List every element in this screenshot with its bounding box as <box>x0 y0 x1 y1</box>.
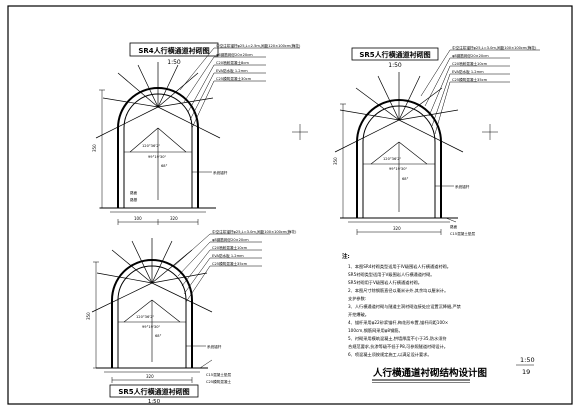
angle-b: 99°19'30" <box>389 167 408 171</box>
angle-c: 68° <box>161 164 168 168</box>
dim-height: 350 <box>333 157 338 165</box>
angle-a: 120°36'2" <box>142 144 161 148</box>
dim-height: 350 <box>86 312 91 320</box>
dim-width: 320 <box>393 226 401 231</box>
note-line: 开挖爆破。 <box>348 311 369 318</box>
callout-3: C20喷射混凝土10cm <box>452 61 488 66</box>
note-line: 合规范要求,抗渗等级不低于P8,可参照隧道衬砌设计。 <box>348 343 448 350</box>
angle-b: 99°19'30" <box>142 325 161 329</box>
dim-offset: 100 <box>134 216 142 221</box>
note-line: 4、锚杆采用φ22砂浆锚杆,梅花形布置,锚杆间距100× <box>348 319 448 326</box>
note-line: 2、本图尺寸除钢筋直径以毫米计外,其余均以厘米计。 <box>348 287 448 294</box>
callout-2: φ6钢筋网@20×20cm <box>216 52 253 57</box>
dim-width: 320 <box>170 216 178 221</box>
note-line: 支护参数: <box>348 295 366 302</box>
sheet-border <box>7 5 573 405</box>
drawing-sr4: SR4人行横通道衬砌图 1:50 120°36'2" 99°19'30" 68° <box>92 42 301 225</box>
sheet-number: 19 <box>522 368 530 376</box>
dim-height: 350 <box>92 144 97 152</box>
sheet-scale: 1:50 <box>520 356 535 364</box>
note-line: SR5衬砌用于V级围岩人行横通道衬砌。 <box>348 279 422 286</box>
drawing-title: SR5人行横通道衬砌图 <box>118 387 189 396</box>
angle-b: 99°19'30" <box>148 155 167 159</box>
callout-3: C20喷射混凝土10cm <box>212 245 248 250</box>
note-line: 5、衬砌采用模筑混凝土,拱墙厚度不小于35,防水须符 <box>348 335 447 342</box>
callout-4: EVA防水板 1.2mm <box>216 68 248 73</box>
sheet-title-block: 人行横通道衬砌结构设计图 1:50 19 <box>372 356 535 383</box>
drawing-title: SR4人行横通道衬砌图 <box>138 46 209 55</box>
label-bottom-b: 路基 <box>130 197 138 202</box>
note-line: 3、人行横通道衬砌与隧道主洞衬砌连接处应设置沉降缝,严禁 <box>348 303 461 310</box>
angle-c: 68° <box>155 334 162 338</box>
label-bottom-a: C15混凝土垫层 <box>206 372 231 377</box>
dim-width: 320 <box>146 374 154 379</box>
angle-a: 120°36'2" <box>136 315 155 319</box>
note-line: 6、喷混凝土须按规定施工,以满足设计要求。 <box>348 351 432 358</box>
callout-4: EVA防水板 1.2mm <box>212 253 244 258</box>
label-bottom-b: C15混凝土垫层 <box>450 231 475 236</box>
note-line: SR5衬砌类型适用于V级围岩人行横通道衬砌。 <box>348 271 434 278</box>
callout-1: 中空注浆锚杆φ25,L=2.5m,间距120×100cm(梅花) <box>216 43 301 48</box>
callout-2: φ8钢筋网@20×20cm <box>212 237 249 242</box>
angle-a: 120°36'2" <box>383 157 402 161</box>
callout-5: C25模筑混凝土35cm <box>212 261 248 266</box>
notes-block: 注: 1、本图SR4衬砌类型适用于IV级围岩人行横通道衬砌。 SR5衬砌类型适用… <box>342 252 461 358</box>
drawing-scale: 1:50 <box>167 59 181 66</box>
drawing-title: SR5人行横通道衬砌图 <box>359 50 430 59</box>
angle-c: 68° <box>402 177 409 181</box>
callout-4: EVA防水板 1.2mm <box>452 69 484 74</box>
label-bottom-a: 路面 <box>130 190 138 195</box>
callout-3: C20喷射混凝土8cm <box>216 60 249 65</box>
drawing-scale: 1:50 <box>148 399 161 405</box>
label-right: 系统锚杆 <box>455 184 470 189</box>
drawing-sr5-bottom: 120°36'2" 99°19'30" 68° 350 320 中空注浆锚杆φ2… <box>86 229 297 405</box>
label-bottom-a: 路面 <box>450 224 458 229</box>
callout-5: C25模筑混凝土30cm <box>216 76 252 81</box>
sheet-title: 人行横通道衬砌结构设计图 <box>373 367 487 379</box>
label-right: 系统锚杆 <box>213 170 228 175</box>
callout-2: φ8钢筋网@20×20cm <box>452 53 489 58</box>
note-line: 1、本图SR4衬砌类型适用于IV级围岩人行横通道衬砌。 <box>348 263 451 270</box>
callout-1: 中空注浆锚杆φ25,L=3.0m,间距100×100cm(梅花) <box>212 229 297 234</box>
callout-1: 中空注浆锚杆φ25,L=3.0m,间距100×100cm(梅花) <box>452 45 537 50</box>
drawing-scale: 1:50 <box>388 62 402 69</box>
note-line: 100cm,钢筋网采用φ8钢筋。 <box>348 327 403 334</box>
label-bottom-b: C25模筑混凝土 <box>206 379 231 384</box>
notes-heading: 注: <box>342 252 350 260</box>
callout-5: C25模筑混凝土35cm <box>452 77 488 82</box>
drawing-sr5-top: SR5人行横通道衬砌图 1:50 120°36'2" 99°19'30" 68° <box>292 45 540 236</box>
label-right: 系统锚杆 <box>207 344 222 349</box>
